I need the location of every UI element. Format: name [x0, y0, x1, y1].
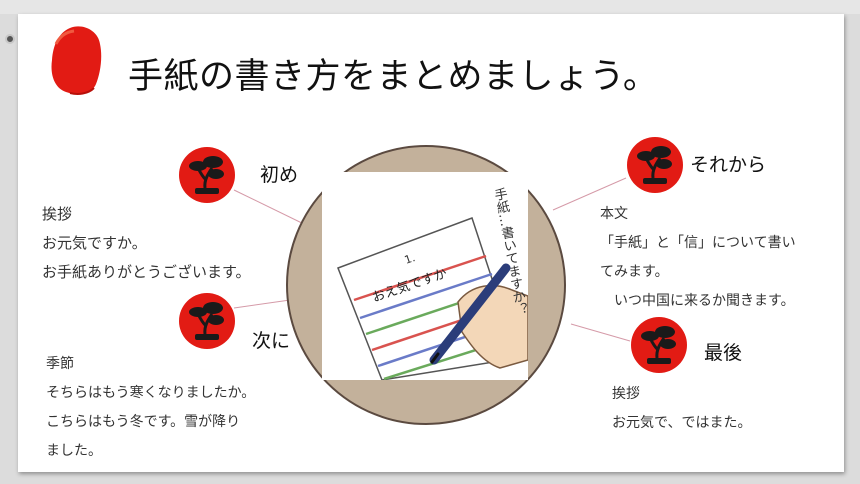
bonsai-badge-icon [179, 293, 235, 349]
bonsai-badge-icon [179, 147, 235, 203]
heading-last: 最後 [704, 342, 743, 364]
heading-first: 初め [260, 164, 299, 186]
text-line: 「手紙」と「信」について書い [600, 235, 796, 251]
connector-lines [233, 177, 631, 342]
heading-next: 次に [252, 330, 291, 352]
text-line: いつ中国に来るか聞きます。 [600, 293, 795, 309]
heading-then: それから [690, 154, 767, 176]
first-text-block: 挨拶 お元気ですか。 お手紙ありがとうございます。 [42, 200, 251, 287]
slide: 手紙の書き方をまとめましょう。 おえ気ですか 1. 手紙…書いてますか？ [18, 14, 844, 472]
red-blob-icon [51, 26, 102, 95]
text-line: お元気で、ではまた。 [612, 415, 752, 431]
text-line: 季節 [46, 356, 74, 372]
slide-marker-icon[interactable] [5, 34, 15, 44]
text-line: こちらはもう冬です。雪が降り [46, 414, 241, 430]
slide-title: 手紙の書き方をまとめましょう。 [128, 57, 659, 97]
bonsai-badge-icon [627, 137, 683, 193]
text-line: そちらはもう寒くなりましたか。 [46, 385, 256, 401]
last-text-block: 挨拶 お元気で、ではまた。 [612, 380, 751, 438]
bonsai-badge-icon [631, 317, 687, 373]
top-bar [0, 0, 860, 14]
text-line: 挨拶 [612, 386, 640, 402]
paper-line-number: 1. [403, 251, 417, 267]
text-line: お手紙ありがとうございます。 [42, 263, 251, 281]
text-line: てみます。 [600, 264, 669, 280]
text-line: お元気ですか。 [42, 234, 147, 252]
text-line: ました。 [46, 443, 102, 459]
then-text-block: 本文 「手紙」と「信」について書い てみます。 いつ中国に来るか聞きます。 [600, 200, 796, 316]
text-line: 本文 [600, 206, 628, 222]
next-text-block: 季節 そちらはもう寒くなりましたか。 こちらはもう冬です。雪が降り ました。 [46, 350, 255, 466]
text-line: 挨拶 [42, 205, 73, 223]
letter-writing-illustration: おえ気ですか 1. 手紙…書いてますか？ [322, 172, 528, 380]
